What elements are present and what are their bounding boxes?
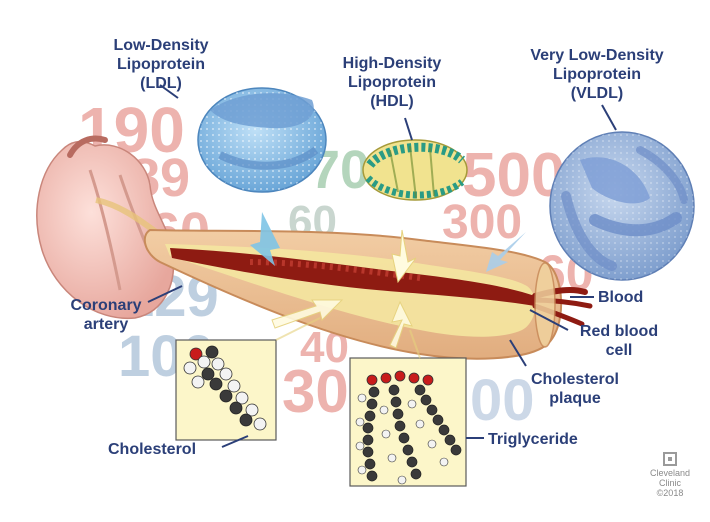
ldl-label-line: Low-Density <box>86 36 236 55</box>
blood-label: Blood <box>598 288 678 307</box>
ldl-particle-illustration <box>198 88 326 192</box>
cholesterol-plaque-label-line: Cholesterol <box>520 370 630 389</box>
red-blood-cell-label-line: cell <box>564 341 674 360</box>
coronary-artery-label-line: Coronary <box>56 296 156 315</box>
vldl-label: Very Low-Density Lipoprotein (VLDL) <box>508 46 686 103</box>
brand-name-line: Cleveland <box>640 468 700 478</box>
coronary-artery-label-line: artery <box>56 315 156 334</box>
hdl-particle-illustration <box>363 140 467 200</box>
brand-name-line: Clinic <box>640 478 700 488</box>
vldl-label-line: Very Low-Density <box>508 46 686 65</box>
hdl-label-line: (HDL) <box>322 92 462 111</box>
triglyceride-label: Triglyceride <box>488 430 618 449</box>
vldl-label-line: (VLDL) <box>508 84 686 103</box>
cleveland-clinic-logo: Cleveland Clinic ©2018 <box>640 452 700 498</box>
ldl-label: Low-Density Lipoprotein (LDL) <box>86 36 236 93</box>
red-blood-cell-label-line: Red blood <box>564 322 674 341</box>
cholesterol-label: Cholesterol <box>108 440 228 459</box>
cholesterol-plaque-label: Cholesterol plaque <box>520 370 630 408</box>
vldl-particle-illustration <box>550 132 694 280</box>
vldl-label-line: Lipoprotein <box>508 65 686 84</box>
triglyceride-inset <box>350 358 466 486</box>
coronary-artery-label: Coronary artery <box>56 296 156 334</box>
ldl-label-line: Lipoprotein <box>86 55 236 74</box>
cholesterol-inset <box>176 340 276 440</box>
hdl-label-line: High-Density <box>322 54 462 73</box>
red-blood-cell-label: Red blood cell <box>564 322 674 360</box>
ldl-label-line: (LDL) <box>86 74 236 93</box>
cholesterol-plaque-label-line: plaque <box>520 389 630 408</box>
cleveland-clinic-logo-icon <box>663 452 677 466</box>
hdl-label-line: Lipoprotein <box>322 73 462 92</box>
hdl-label: High-Density Lipoprotein (HDL) <box>322 54 462 111</box>
bg-number: 300 <box>442 196 522 249</box>
brand-copyright: ©2018 <box>640 488 700 498</box>
